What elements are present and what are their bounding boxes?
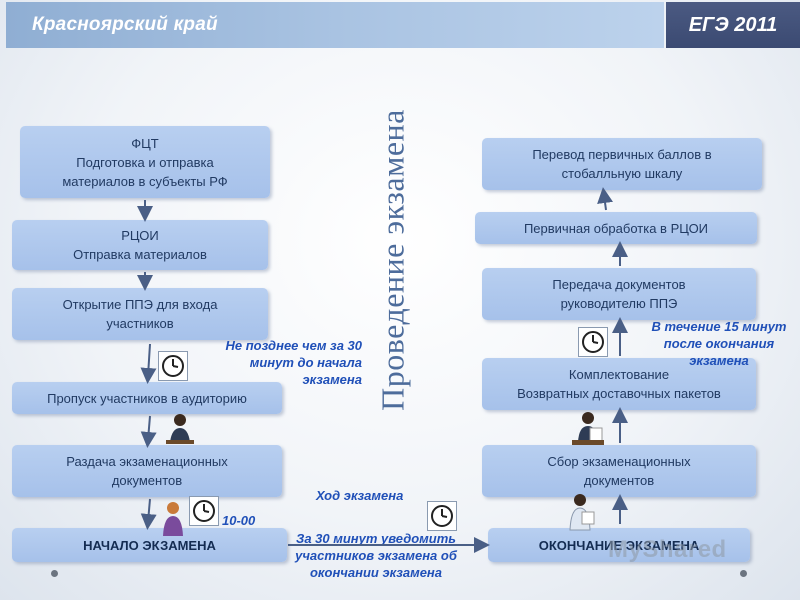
- woman-icon: [163, 502, 183, 536]
- clock-icon: [158, 351, 188, 381]
- arrow-left-5: [140, 498, 157, 530]
- clock-icon: [578, 327, 608, 357]
- arrow-right-5: [597, 187, 613, 211]
- note-warn-end: За 30 минут уведомить участников экзамен…: [295, 531, 457, 580]
- arrow-left-3: [140, 343, 157, 384]
- watermark: MyShared: [608, 536, 727, 563]
- slide-dot: [51, 570, 58, 577]
- exam-badge: ЕГЭ 2011: [666, 2, 800, 48]
- box-collection: Сбор экзаменационных документов: [482, 445, 756, 497]
- box-rcoi-send: РЦОИ Отправка материалов: [12, 220, 268, 270]
- box-packaging: Комплектование Возвратных доставочных па…: [482, 358, 756, 410]
- person-with-papers-icon: [572, 412, 604, 445]
- note-before-start: Не позднее чем за 30 минут до начала экз…: [225, 338, 362, 387]
- clock-icon: [189, 496, 219, 526]
- box-transfer-docs: Передача документов руководителю ППЭ: [482, 268, 756, 320]
- arrow-left-4: [140, 415, 157, 448]
- man-with-documents-icon: [569, 494, 595, 531]
- note-time: 10-00: [222, 513, 256, 528]
- header-bar: Красноярский край: [6, 2, 664, 48]
- note-exam-progress: Ход экзамена: [316, 488, 404, 503]
- box-primary-processing: Первичная обработка в РЦОИ: [475, 212, 757, 244]
- box-exam-end: ОКОНЧАНИЕ ЭКЗАМЕНА: [488, 528, 750, 562]
- box-exam-start: НАЧАЛО ЭКЗАМЕНА: [12, 528, 287, 562]
- slide-dot: [740, 570, 747, 577]
- box-fct: ФЦТ Подготовка и отправка материалов в с…: [20, 126, 270, 198]
- note-after-end: В течение 15 минут после окончания экзам…: [651, 319, 787, 368]
- box-distribution: Раздача экзаменационных документов: [12, 445, 282, 497]
- header-title: Красноярский край: [32, 14, 218, 35]
- person-at-desk-icon: [166, 414, 194, 444]
- box-open-ppe: Открытие ППЭ для входа участников: [12, 288, 268, 340]
- box-admission: Пропуск участников в аудиторию: [12, 382, 282, 414]
- clock-icon: [427, 501, 457, 531]
- box-score-convert: Перевод первичных баллов в стобалльную ш…: [482, 138, 762, 190]
